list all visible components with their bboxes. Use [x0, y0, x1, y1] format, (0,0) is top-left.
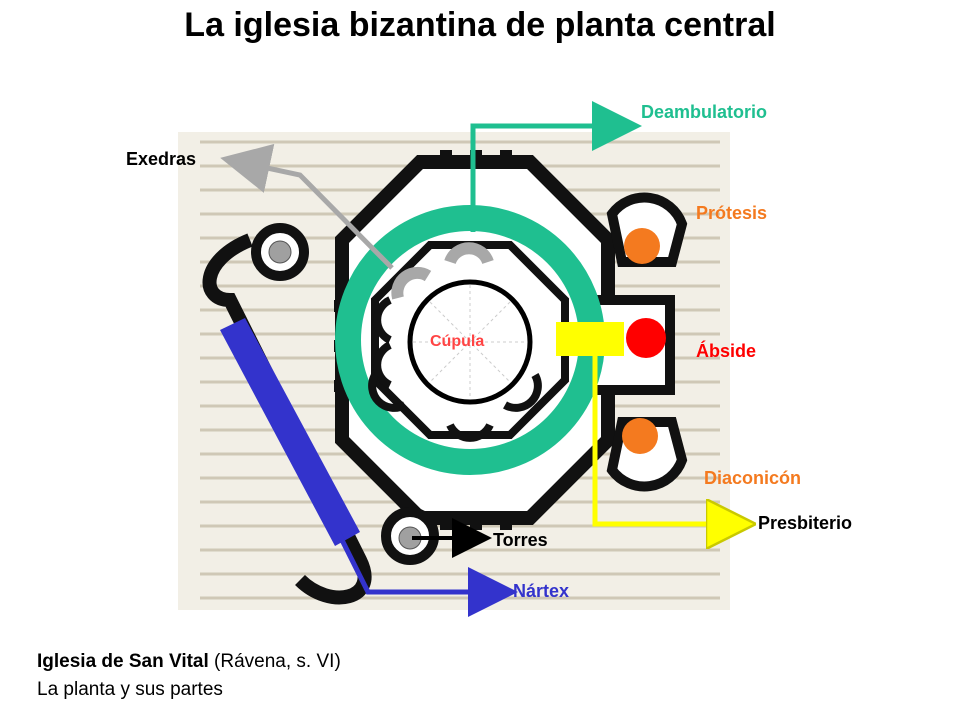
exedras-leader	[220, 143, 394, 270]
caption-line-2: La planta y sus partes	[37, 679, 223, 700]
figure-caption: Iglesia de San Vital (Rávena, s. VI) La …	[37, 648, 341, 704]
exedras-highlight	[391, 242, 494, 300]
diaconicon-mark	[622, 418, 658, 454]
caption-line-1: Iglesia de San Vital (Rávena, s. VI)	[37, 648, 341, 676]
protesis-mark	[624, 228, 660, 264]
label-deambulatorio: Deambulatorio	[641, 102, 767, 122]
label-cupula: Cúpula	[430, 333, 484, 350]
presbiterio-mark	[556, 322, 624, 356]
nartex-leader	[335, 530, 518, 617]
page-title: La iglesia bizantina de planta central	[184, 6, 776, 44]
label-diaconicon: Diaconicón	[704, 468, 801, 488]
tower-north-icon	[268, 240, 292, 264]
label-exedras: Exedras	[126, 149, 196, 169]
nartex-mark	[220, 318, 360, 546]
abside-mark	[626, 318, 666, 358]
presbiterio-leader	[592, 340, 746, 524]
label-presbiterio: Presbiterio	[758, 513, 852, 533]
label-torres: Torres	[493, 530, 548, 550]
deambulatorio-leader	[470, 101, 642, 232]
caption-location: (Rávena, s. VI)	[208, 651, 341, 672]
label-abside: Ábside	[696, 340, 756, 361]
label-nartex: Nártex	[513, 581, 569, 601]
caption-church-name: Iglesia de San Vital	[37, 651, 209, 672]
label-protesis: Prótesis	[696, 203, 767, 223]
dome-ribs	[413, 285, 527, 399]
